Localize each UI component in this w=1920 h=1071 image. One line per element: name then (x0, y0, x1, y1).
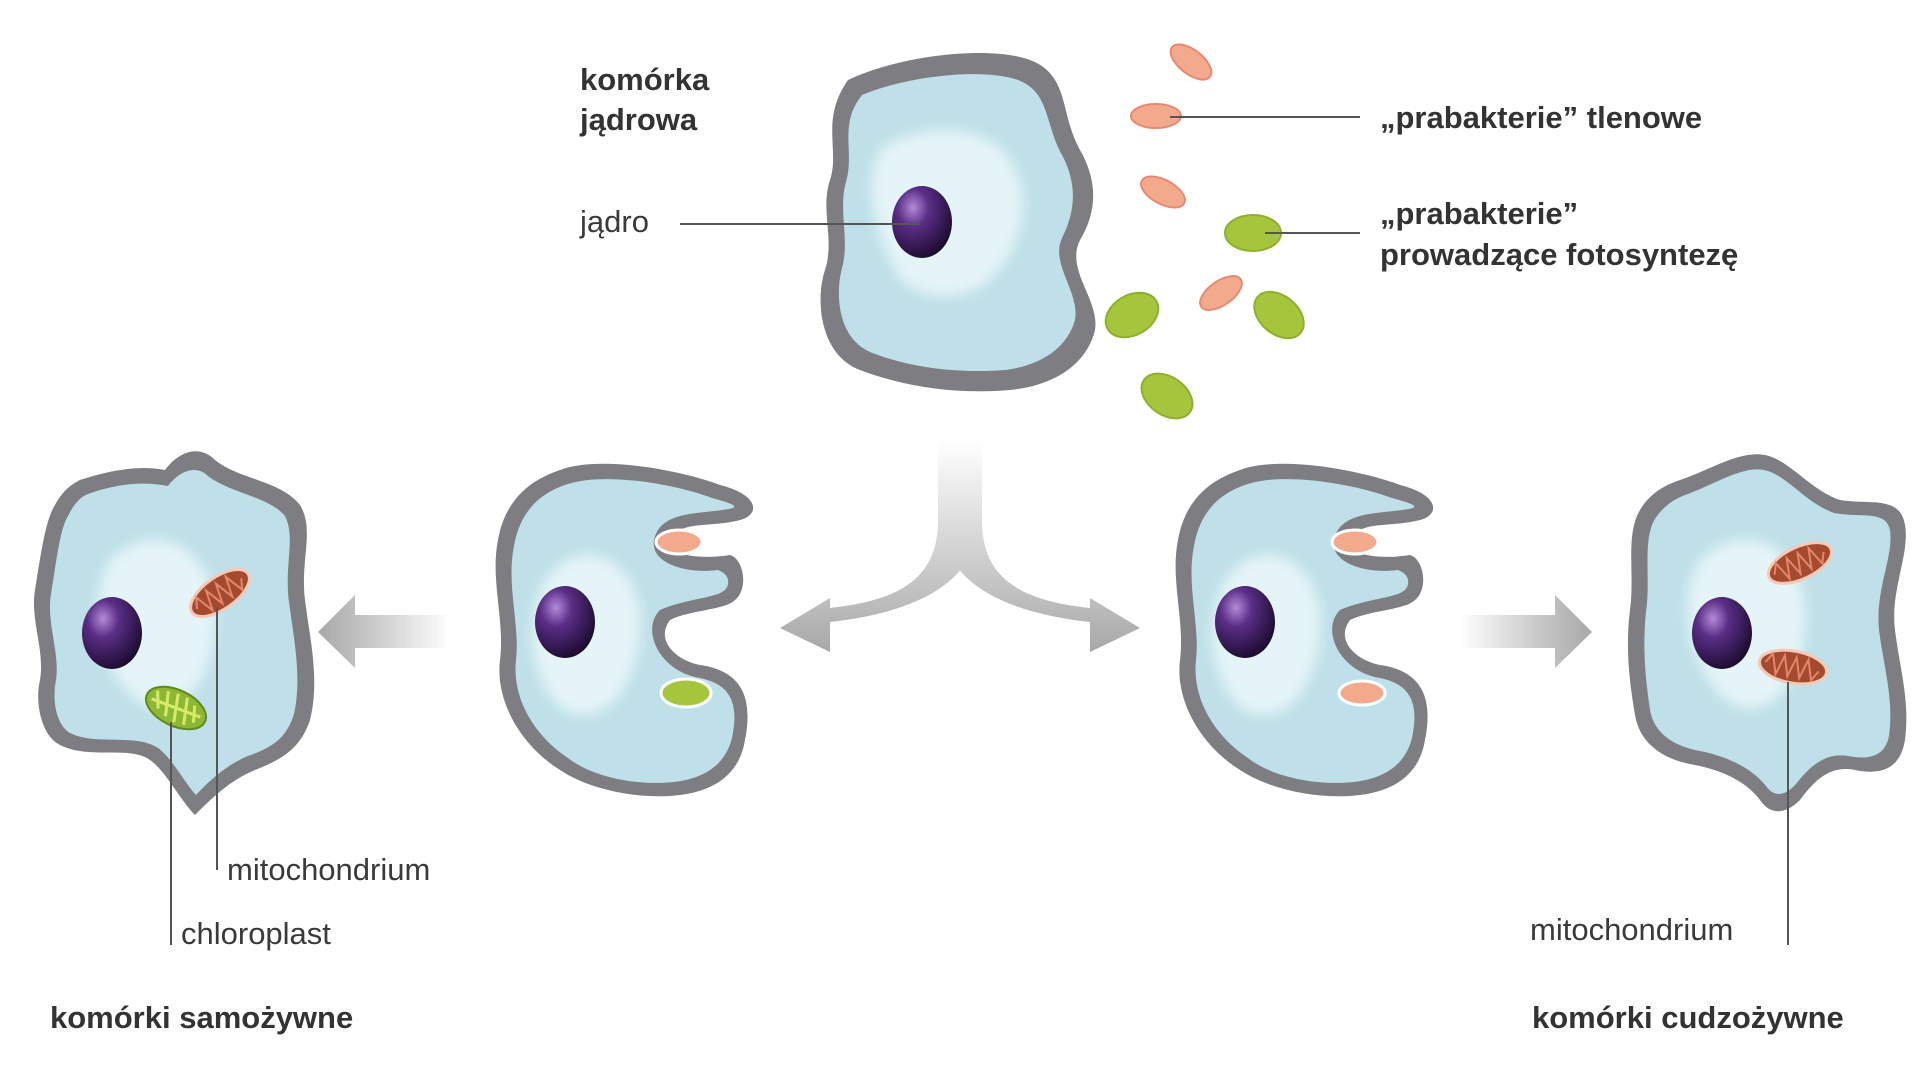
photosynthetic-bacterium (659, 677, 713, 709)
aerobic-bacteria (1130, 43, 1243, 311)
mitochondrion (189, 568, 251, 618)
arrow-to-autotrophic (318, 595, 450, 668)
mitochondrion (1757, 648, 1829, 686)
aerobic-bacterium (1330, 528, 1380, 556)
nucleus-label: jądro (579, 204, 649, 239)
aerobic-bacterium (1169, 43, 1213, 81)
aerobic-bacterium (1140, 175, 1186, 209)
aerobic-bacterium (1199, 275, 1243, 311)
engulfing-cell-right (1175, 463, 1434, 797)
photosynthetic-bacteria-label-line2: prowadzące fotosyntezę (1380, 237, 1738, 272)
arrow-to-heterotrophic (1460, 595, 1592, 668)
chloroplast-label: chloroplast (181, 916, 331, 951)
cytoplasm-light (97, 539, 216, 709)
heterotrophic-cells-label: komórki cudzożywne (1532, 1000, 1844, 1035)
nucleus (535, 586, 595, 658)
photosynthetic-bacteria-label-line1: „prabakterie” (1380, 196, 1578, 231)
nucleus (892, 186, 952, 258)
nuclear-cell (820, 52, 1096, 392)
heterotrophic-cell (1627, 454, 1907, 945)
autotrophic-cells-label: komórki samożywne (50, 1000, 353, 1035)
mitochondrion-label-right: mitochondrium (1530, 912, 1733, 947)
photosynthetic-bacterium (1253, 290, 1305, 340)
mitochondrion (1766, 541, 1834, 585)
nucleus (82, 597, 142, 669)
aerobic-bacterium (1337, 679, 1387, 707)
split-arrow-right (942, 440, 1140, 652)
nuclear-cell-label-line2: jądrowa (579, 102, 698, 137)
photosynthetic-bacteria (1104, 214, 1305, 420)
chloroplast (145, 685, 207, 731)
splitting-arrow (780, 440, 1140, 652)
photosynthetic-bacterium (1140, 372, 1194, 420)
engulfing-cell-left (495, 463, 754, 797)
nuclear-cell-label-line1: komórka (580, 62, 710, 97)
aerobic-bacteria-label: „prabakterie” tlenowe (1380, 100, 1702, 135)
mitochondrion-label-left: mitochondrium (227, 852, 430, 887)
nucleus (1692, 597, 1752, 669)
photosynthetic-bacterium (1104, 291, 1160, 339)
nucleus (1215, 586, 1275, 658)
split-arrow-left (780, 440, 978, 652)
aerobic-bacterium (654, 528, 704, 556)
autotrophic-cell (33, 451, 315, 945)
